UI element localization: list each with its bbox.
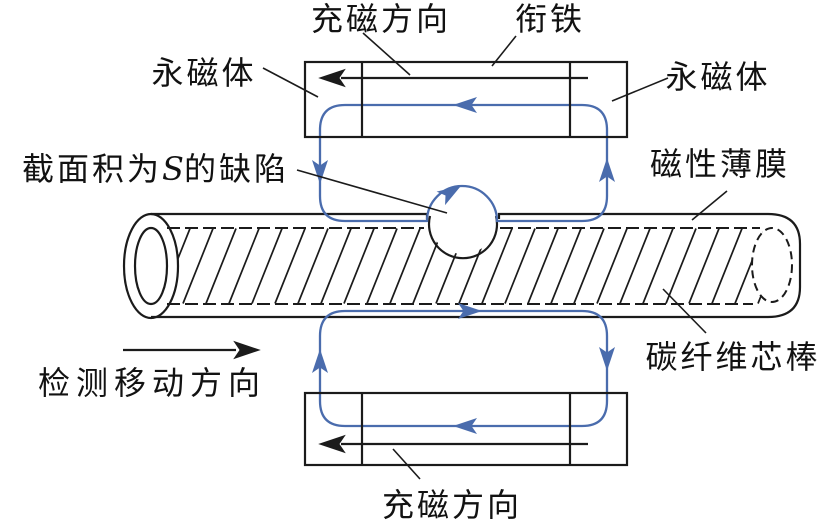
hatch-line bbox=[665, 228, 697, 304]
hatch-line bbox=[504, 228, 536, 304]
leader-mag-dir-bottom bbox=[392, 448, 421, 480]
hatch-line bbox=[711, 228, 743, 304]
label-defect: 截面积为S的缺陷 bbox=[22, 150, 289, 188]
hatch-line bbox=[228, 228, 260, 304]
hatch-line bbox=[550, 228, 582, 304]
label-defect-suffix: 的缺陷 bbox=[184, 150, 289, 188]
hatch-line bbox=[274, 228, 306, 304]
label-defect-variable: S bbox=[162, 150, 184, 188]
label-move-dir: 检测移动方向 bbox=[38, 364, 266, 402]
hatch-line bbox=[619, 228, 651, 304]
flux-path-bottom bbox=[318, 309, 609, 428]
flux-loop-top bbox=[312, 97, 615, 223]
scan-arrow-icon bbox=[233, 340, 261, 360]
hatch-line bbox=[688, 228, 720, 304]
hatch-line bbox=[182, 228, 214, 304]
hatch-line bbox=[389, 228, 421, 304]
label-pm-left: 永磁体 bbox=[151, 54, 256, 92]
hatch-line bbox=[205, 228, 237, 304]
hatch-line bbox=[573, 228, 605, 304]
hatch-line bbox=[527, 228, 559, 304]
rod-right-end-core-dashed bbox=[751, 227, 793, 303]
flux-loop-bottom bbox=[312, 303, 615, 434]
label-film: 磁性薄膜 bbox=[650, 145, 790, 183]
hatch-line bbox=[596, 228, 628, 304]
hatch-line bbox=[297, 228, 329, 304]
leader-rod bbox=[662, 288, 707, 334]
label-rod: 碳纤维芯棒 bbox=[645, 338, 820, 376]
hatch-line bbox=[642, 228, 674, 304]
leader-lines bbox=[262, 32, 728, 480]
armature-top-body bbox=[303, 60, 629, 139]
label-defect-prefix: 截面积为 bbox=[22, 150, 162, 188]
defect-circle bbox=[427, 215, 499, 260]
leader-mag-dir-top bbox=[362, 32, 411, 76]
label-armature: 衔铁 bbox=[515, 0, 585, 38]
hatch-line bbox=[366, 228, 398, 304]
labels: 充磁方向 衔铁 永磁体 永磁体 截面积为S的缺陷 磁性薄膜 碳纤维芯棒 检测移动… bbox=[22, 0, 820, 524]
label-mag-dir-top: 充磁方向 bbox=[311, 0, 451, 38]
hatch-line bbox=[481, 228, 513, 304]
scan-direction-arrow bbox=[123, 340, 261, 360]
hatch-line bbox=[343, 228, 375, 304]
rod-left-end-core bbox=[133, 226, 169, 306]
leader-defect bbox=[296, 169, 448, 214]
carbon-fiber-rod bbox=[122, 186, 802, 320]
hatch-line bbox=[251, 228, 283, 304]
leader-pm-left bbox=[262, 67, 319, 98]
armature-bottom-body bbox=[303, 391, 629, 467]
leader-film bbox=[691, 190, 728, 221]
hatch-line bbox=[320, 228, 352, 304]
yoke-bottom bbox=[303, 391, 629, 467]
leader-pm-right bbox=[611, 77, 669, 102]
hatch-line bbox=[178, 228, 191, 261]
leader-armature bbox=[491, 35, 517, 67]
yoke-top bbox=[303, 60, 629, 139]
label-pm-right: 永磁体 bbox=[665, 58, 770, 96]
label-mag-dir-bottom: 充磁方向 bbox=[382, 486, 522, 524]
